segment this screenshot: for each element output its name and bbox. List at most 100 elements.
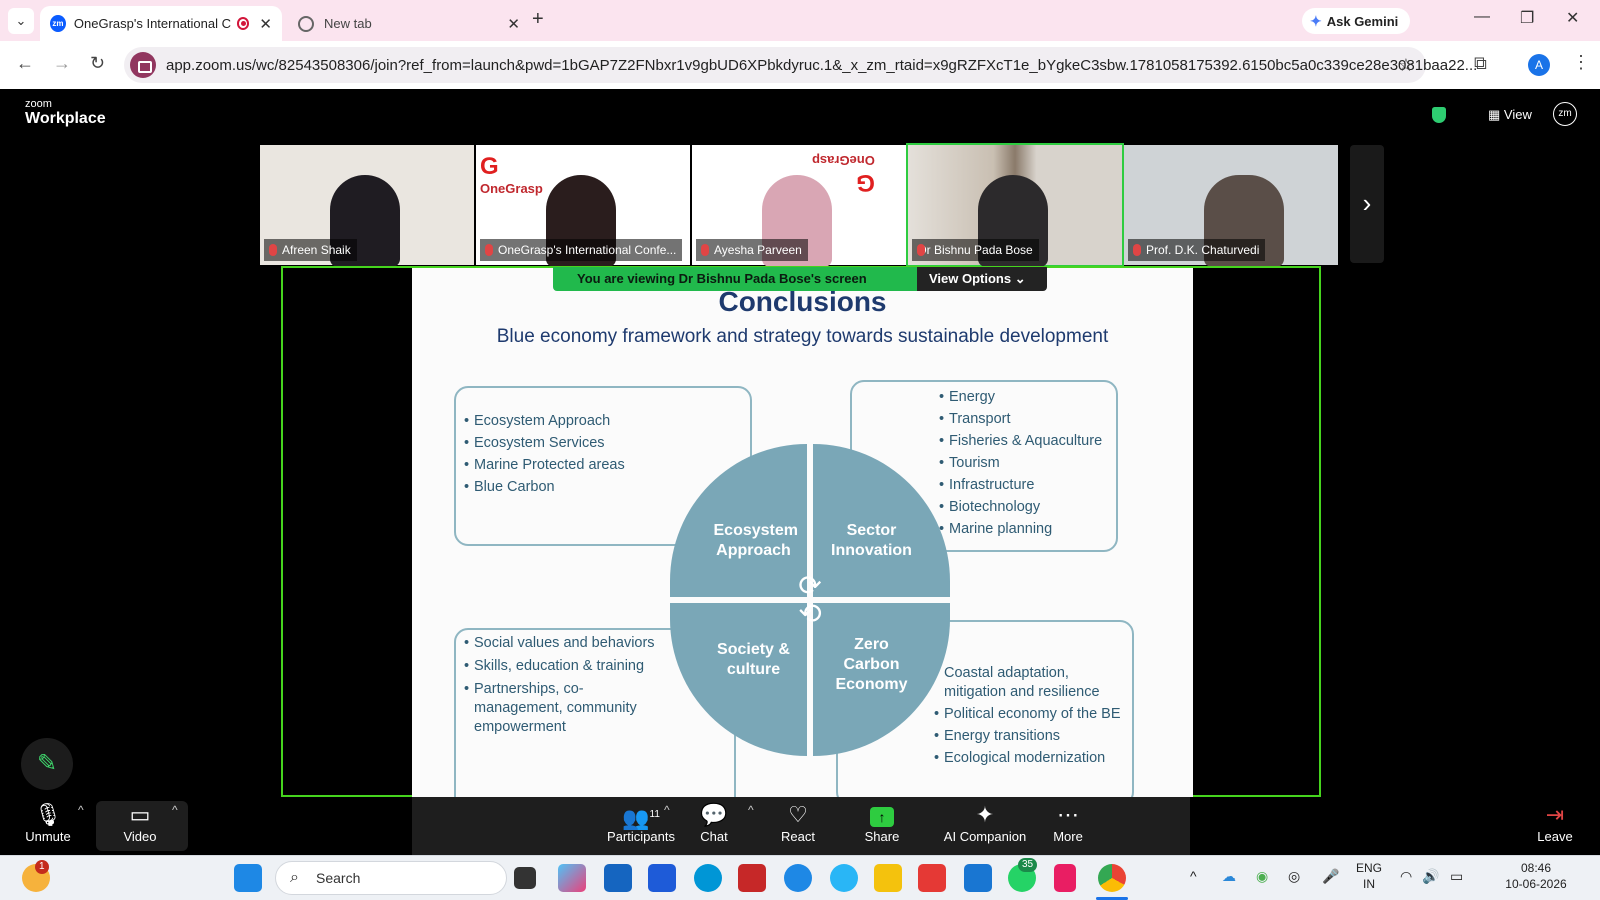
list-item: Ecosystem Approach bbox=[464, 410, 625, 432]
site-info-icon[interactable] bbox=[130, 52, 156, 78]
view-options-button[interactable]: View Options ⌄ bbox=[917, 267, 1047, 291]
browser-menu-icon[interactable]: ⋮ bbox=[1572, 52, 1590, 72]
file-explorer-icon[interactable] bbox=[874, 864, 902, 892]
list-top-left: Ecosystem Approach Ecosystem Services Ma… bbox=[464, 410, 625, 498]
microphone-icon[interactable]: 🎤 bbox=[1322, 868, 1340, 884]
view-label: View bbox=[1503, 107, 1532, 122]
quadrant-zero-carbon: Zero Carbon Economy bbox=[813, 603, 950, 756]
close-icon[interactable]: ✕ bbox=[507, 15, 520, 33]
shared-screen: Conclusions Blue economy framework and s… bbox=[281, 266, 1321, 814]
chat-icon: 💬 bbox=[700, 802, 728, 827]
more-button[interactable]: ⋯ More bbox=[1038, 801, 1098, 844]
slide-title: Conclusions bbox=[718, 286, 887, 317]
reload-icon[interactable]: ↻ bbox=[90, 53, 106, 73]
viewing-banner: You are viewing Dr Bishnu Pada Bose's sc… bbox=[553, 267, 917, 291]
list-item: Blue Carbon bbox=[464, 476, 625, 498]
hp-icon[interactable] bbox=[694, 864, 722, 892]
slide-subtitle: Blue economy framework and strategy towa… bbox=[496, 326, 1109, 347]
participants-icon: 👥11 bbox=[622, 805, 660, 831]
onedrive-icon[interactable]: ☁ bbox=[1222, 868, 1236, 884]
quadrant-sector-innovation: Sector Innovation bbox=[813, 444, 950, 597]
bookmark-star-icon[interactable]: ☆ bbox=[1397, 54, 1414, 75]
annotate-pen-icon[interactable]: ✎ bbox=[21, 738, 73, 790]
ai-companion-button[interactable]: ✦ AI Companion bbox=[932, 801, 1038, 844]
photos-icon[interactable] bbox=[830, 864, 858, 892]
list-item: Energy transitions bbox=[934, 727, 1134, 746]
snipping-tool-icon[interactable] bbox=[1054, 864, 1076, 892]
participant-name: Prof. D.K. Chaturvedi bbox=[1128, 239, 1266, 261]
volume-icon[interactable]: 🔊 bbox=[1422, 868, 1440, 884]
windows-start-icon[interactable] bbox=[234, 864, 262, 892]
wps-office-icon[interactable] bbox=[918, 864, 946, 892]
participant-tile[interactable]: Prof. D.K. Chaturvedi bbox=[1124, 145, 1338, 267]
list-bottom-left: Social values and behaviors Skills, educ… bbox=[464, 634, 664, 737]
input-language[interactable]: ENG IN bbox=[1356, 860, 1382, 892]
video-button[interactable]: ▭ Video bbox=[100, 801, 180, 844]
ai-sparkle-icon: ✦ bbox=[975, 802, 995, 827]
react-button[interactable]: ♡ React bbox=[768, 801, 828, 844]
list-item: Infrastructure bbox=[939, 474, 1102, 496]
forward-icon[interactable]: → bbox=[53, 53, 71, 73]
list-item: Coastal adaptation, mitigation and resil… bbox=[934, 664, 1134, 702]
participant-tile-active-speaker[interactable]: Dr Bishnu Pada Bose bbox=[906, 143, 1124, 267]
url-field[interactable]: app.zoom.us/wc/82543508306/join?ref_from… bbox=[124, 47, 1477, 83]
mcafee-icon[interactable] bbox=[738, 864, 766, 892]
list-item: Ecological modernization bbox=[934, 749, 1134, 768]
vscode-icon[interactable] bbox=[964, 864, 992, 892]
participants-options-caret[interactable]: ^ bbox=[664, 803, 670, 817]
extensions-icon[interactable]: ⧉ bbox=[1474, 53, 1487, 73]
tab-zoom[interactable]: zm OneGrasp's International C ✕ bbox=[40, 6, 282, 41]
ask-gemini-button[interactable]: ✦ Ask Gemini bbox=[1302, 8, 1410, 34]
weather-badge: 1 bbox=[35, 860, 49, 874]
meeting-toolbar: 🎙 Unmute ^ ▭ Video ^ 👥11 Participants ^ … bbox=[0, 797, 1600, 855]
ai-companion-label: AI Companion bbox=[943, 829, 1027, 844]
clock[interactable]: 08:46 10-06-2026 bbox=[1486, 860, 1586, 892]
zoom-avatar-icon[interactable]: zm bbox=[1553, 102, 1577, 126]
tab-search-button[interactable]: ⌄ bbox=[8, 8, 34, 34]
cycle-arrows-icon: ⟳⟲ bbox=[798, 570, 822, 629]
share-button[interactable]: ↑ Share bbox=[852, 801, 912, 844]
participant-tile[interactable]: Afreen Shaik bbox=[260, 145, 474, 267]
chrome-icon[interactable] bbox=[1098, 864, 1126, 892]
active-app-indicator bbox=[1096, 897, 1128, 900]
back-icon[interactable]: ← bbox=[16, 53, 34, 73]
leave-button[interactable]: ⇥ Leave bbox=[1520, 801, 1590, 844]
profile-avatar[interactable]: A bbox=[1528, 54, 1550, 76]
region-code: IN bbox=[1363, 877, 1375, 891]
chat-button[interactable]: 💬 Chat bbox=[684, 801, 744, 844]
store-icon[interactable] bbox=[648, 864, 676, 892]
chat-options-caret[interactable]: ^ bbox=[748, 803, 754, 817]
audio-options-caret[interactable]: ^ bbox=[78, 803, 84, 817]
taskbar-search[interactable]: ⌕ Search bbox=[275, 861, 507, 895]
video-button-bg bbox=[96, 801, 188, 851]
show-hidden-icons[interactable]: ^ bbox=[1190, 868, 1197, 884]
whatsapp-badge: 35 bbox=[1018, 858, 1038, 872]
close-icon[interactable]: ✕ bbox=[259, 15, 272, 33]
react-label: React bbox=[781, 829, 815, 844]
video-options-caret[interactable]: ^ bbox=[172, 803, 178, 817]
minimize-button[interactable]: — bbox=[1474, 8, 1490, 25]
language-code: ENG bbox=[1356, 861, 1383, 875]
new-tab-button[interactable]: + bbox=[532, 8, 544, 30]
edge-icon[interactable] bbox=[784, 864, 812, 892]
encryption-shield-icon[interactable] bbox=[1432, 107, 1446, 123]
copilot-icon[interactable] bbox=[558, 864, 586, 892]
battery-icon[interactable]: ▭ bbox=[1450, 868, 1464, 884]
recording-icon bbox=[237, 17, 250, 30]
window-close-button[interactable]: ✕ bbox=[1566, 10, 1580, 27]
list-item: Skills, education & training bbox=[464, 657, 664, 676]
unmute-button[interactable]: 🎙 Unmute bbox=[8, 801, 88, 844]
next-participants-button[interactable]: › bbox=[1350, 145, 1384, 263]
participants-button[interactable]: 👥11 Participants bbox=[598, 801, 684, 844]
chrome-tray-icon[interactable]: ◉ bbox=[1256, 868, 1269, 884]
view-button[interactable]: ▦ View bbox=[1488, 107, 1532, 122]
tab-new-tab[interactable]: New tab ✕ bbox=[288, 6, 530, 41]
outlook-icon[interactable] bbox=[604, 864, 632, 892]
wifi-icon[interactable]: ◠ bbox=[1400, 868, 1413, 884]
restore-button[interactable]: ❐ bbox=[1520, 10, 1535, 27]
task-view-icon[interactable] bbox=[514, 867, 536, 889]
vpn-icon[interactable]: ◎ bbox=[1288, 868, 1301, 884]
